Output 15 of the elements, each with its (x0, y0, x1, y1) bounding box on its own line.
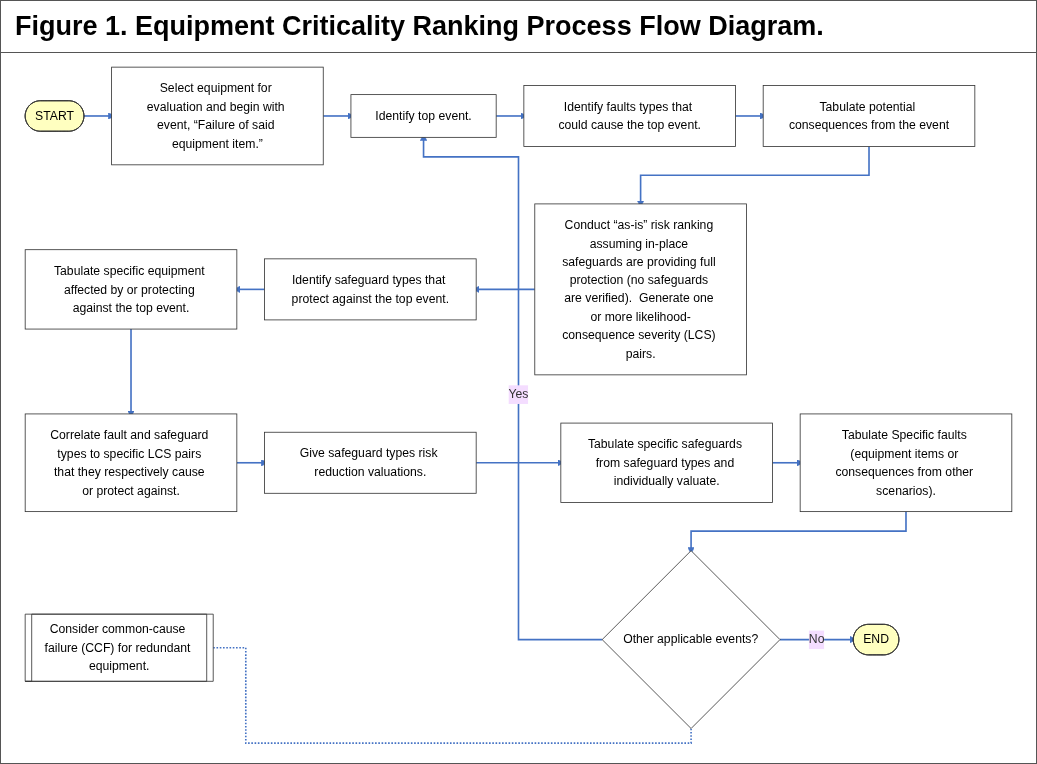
node-box: Tabulate specific safeguards from safeguard types and individually valuate. (560, 422, 773, 503)
node-box: Conduct “as-is” risk ranking assuming in-place safeguards are providing full protection (no safeguards are verified). Generate one or more likelihood-consequence severity (LCS) pairs. (534, 203, 747, 376)
node-box: Tabulate Specific faults (equipment items or consequences from other scenarios). (799, 413, 1013, 512)
node-box: Identify top event. (350, 94, 497, 138)
node-box: Identify safeguard types that protect against the top event. (264, 258, 477, 321)
node-diamond: Other applicable events? (601, 550, 781, 729)
node-box: Select equipment for evaluation and begin with event, “Failure of said equipment item.” (111, 66, 324, 166)
node-box: Tabulate potential consequences from the event (762, 85, 976, 147)
edge-label: No (808, 632, 825, 646)
edge-label: Yes (508, 386, 529, 401)
node-box: Identify faults types that could cause the top event. (523, 85, 736, 147)
diagram-title: Figure 1. Equipment Criticality Ranking Process Flow Diagram. (1, 1, 1036, 53)
node-box: Correlate fault and safeguard types to specific LCS pairs that they respectively cause or protect against. (24, 413, 238, 512)
node-box: Tabulate specific equipment affected by or protecting against the top event. (24, 249, 238, 330)
node-box: Give safeguard types risk reduction valuations. (264, 431, 477, 494)
